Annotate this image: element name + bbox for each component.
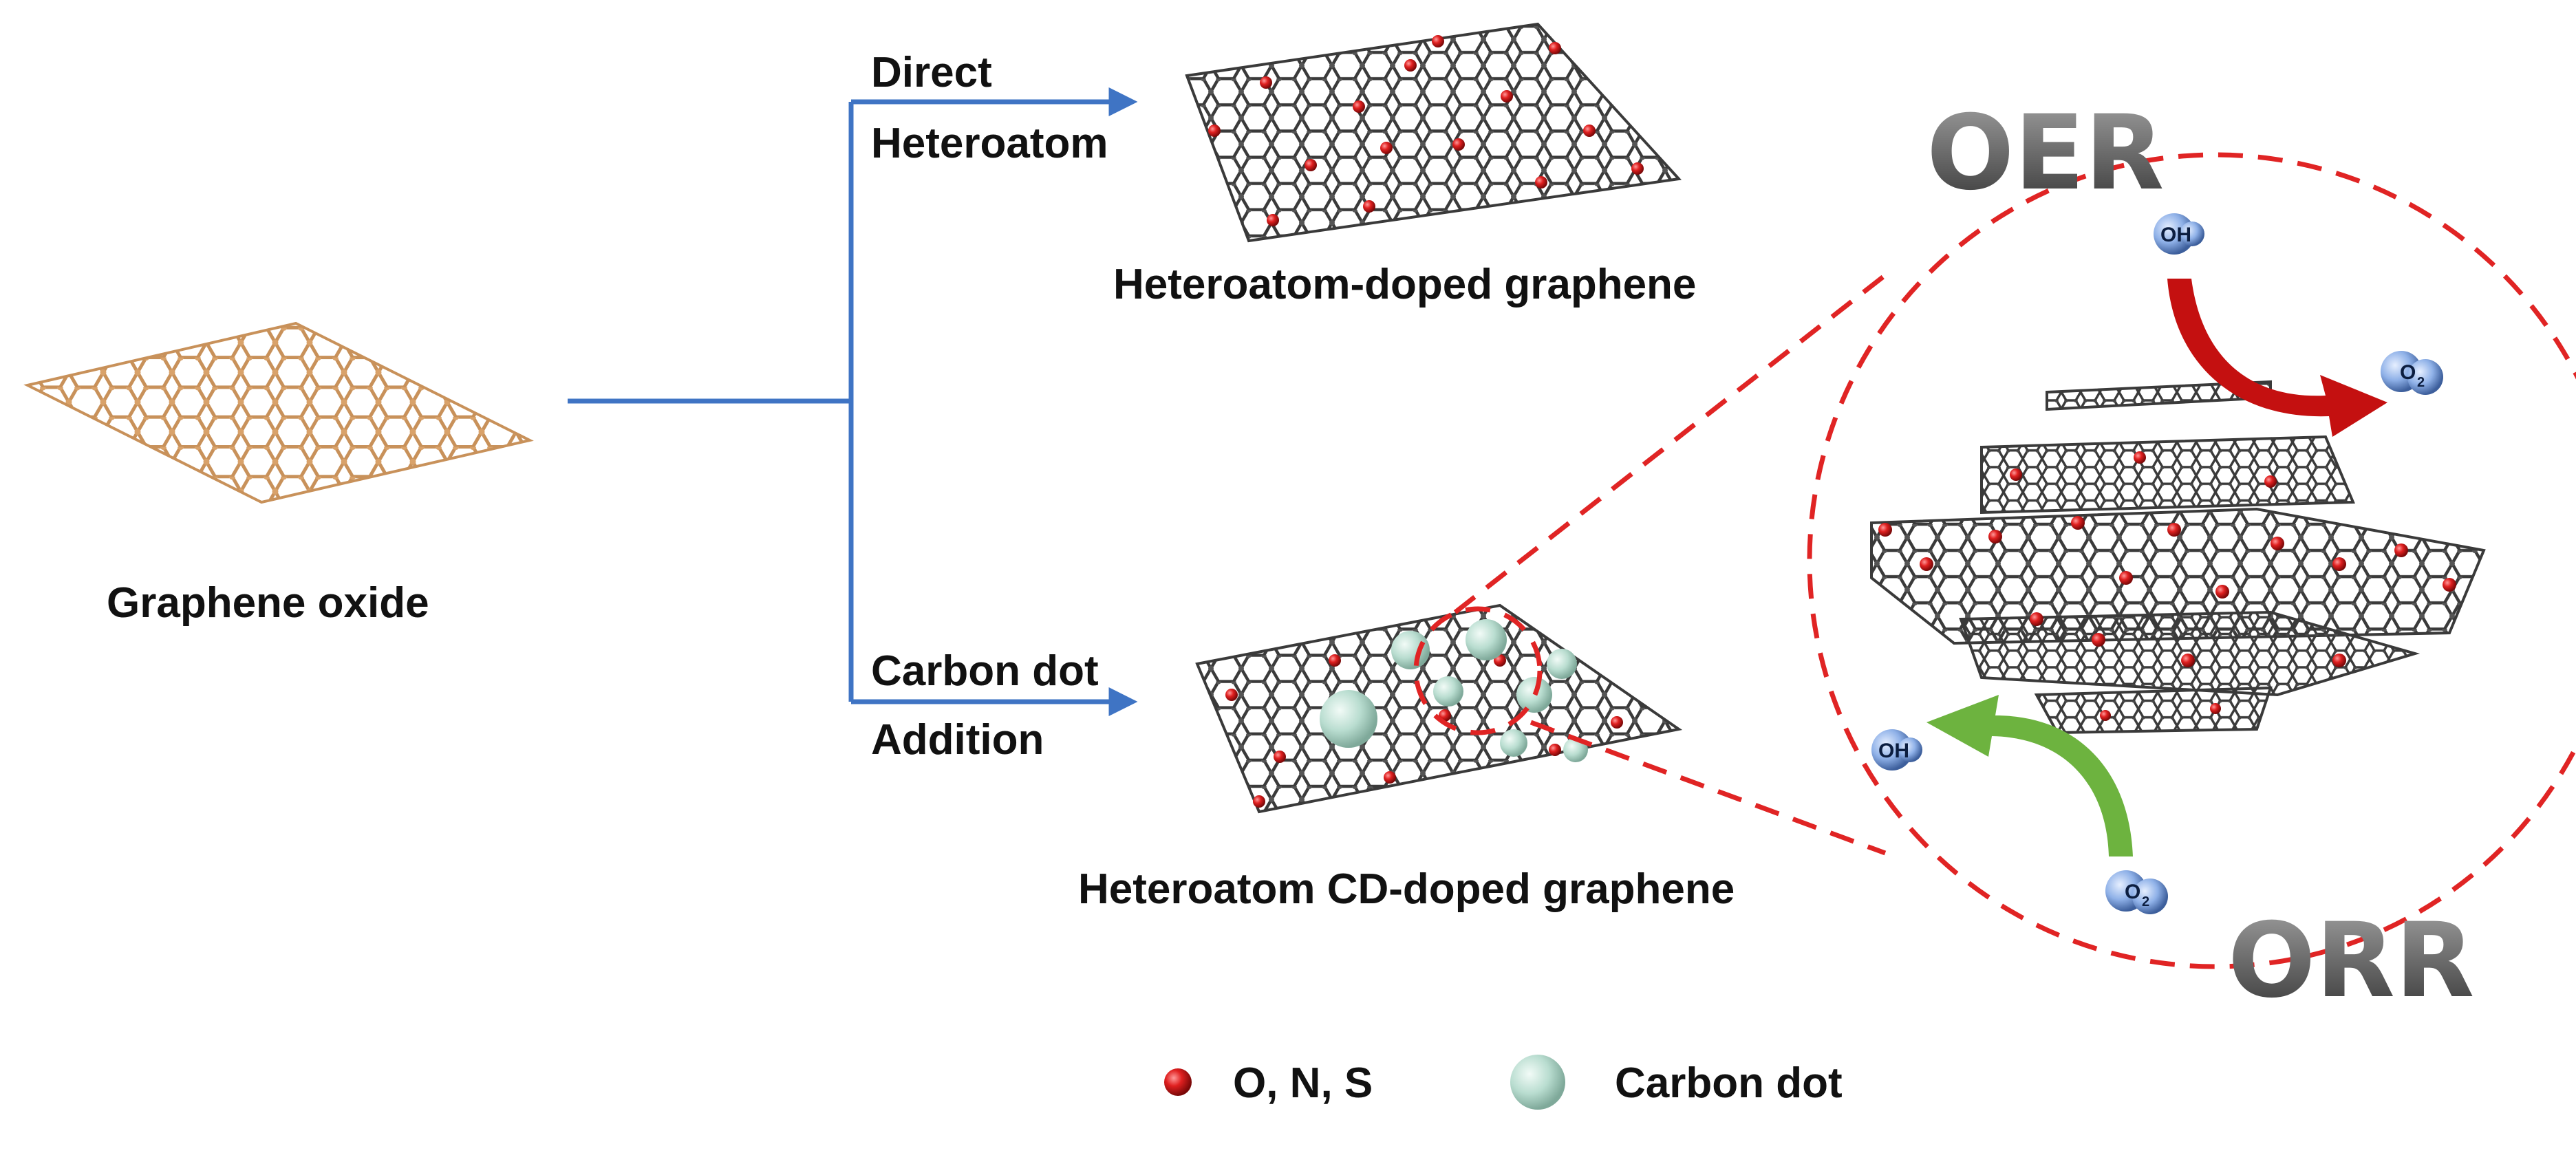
layer-heteroatoms: [1878, 451, 2456, 721]
oer-label: OER: [1926, 94, 2165, 213]
legend-carbon-dot-marker: [1510, 1055, 1565, 1110]
graphene-oxide-label: Graphene oxide: [107, 579, 429, 627]
svg-text:2: 2: [2417, 375, 2425, 390]
direct-heteroatom-label-line1: Direct: [871, 49, 992, 96]
zoom-line-upper: [1453, 273, 1887, 614]
layer-2: [1980, 435, 2355, 515]
heteroatom-doped-graphene-label: Heteroatom-doped graphene: [1113, 261, 1697, 308]
zoom-indicator: [1413, 152, 2576, 969]
svg-text:OH: OH: [1878, 740, 1909, 762]
orr-arrow: [1926, 695, 2133, 856]
legend-carbon-dot-label: Carbon dot: [1615, 1059, 1843, 1107]
graphene-oxide-sheet: [23, 321, 534, 504]
oer-arrow: [2167, 279, 2387, 437]
layer-3: [1870, 507, 2486, 645]
layer-5: [2034, 686, 2273, 735]
cd-doped-graphene-sheet: [1195, 603, 1683, 814]
orr-label: ORR: [2228, 901, 2475, 1021]
zoom-line-lower: [1530, 720, 1887, 856]
stacked-graphene-layers: [1870, 380, 2486, 735]
route-branch-lines: [568, 87, 1138, 716]
heteroatom-doped-graphene-sheet: [1185, 22, 1682, 243]
oh-molecule-top: OH: [2154, 213, 2204, 255]
carbon-dot-addition-label-line2: Addition: [871, 716, 1044, 764]
zoom-source-circle: [1413, 606, 1543, 735]
svg-text:O: O: [2125, 881, 2140, 903]
o2-molecule-bottom: O 2: [2105, 870, 2168, 914]
oh-molecule-left: OH: [1871, 729, 1922, 771]
heteroatom-atoms-top: [1208, 35, 1644, 226]
svg-text:OH: OH: [2160, 224, 2191, 246]
svg-text:2: 2: [2142, 894, 2149, 909]
cd-doped-graphene-label: Heteroatom CD-doped graphene: [1078, 865, 1735, 913]
direct-heteroatom-label-line2: Heteroatom: [871, 120, 1108, 167]
carbon-dot-addition-label-line1: Carbon dot: [871, 647, 1099, 695]
svg-text:O: O: [2400, 361, 2416, 384]
carbon-dots-on-sheet: [1320, 619, 1588, 762]
legend-heteroatom-marker: [1164, 1068, 1192, 1096]
o2-molecule-right: O 2: [2381, 351, 2443, 395]
legend-heteroatom-label: O, N, S: [1233, 1059, 1373, 1107]
